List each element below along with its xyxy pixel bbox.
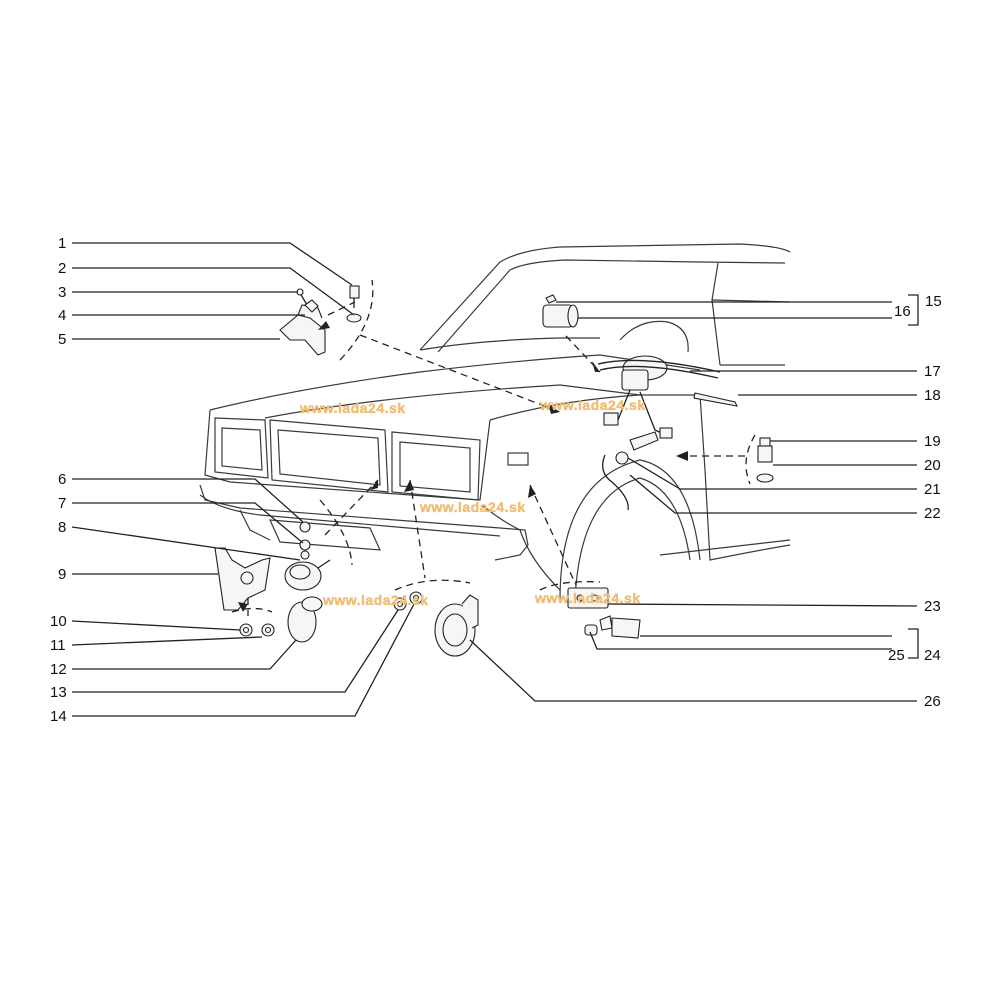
part-stalk-18 bbox=[693, 392, 738, 407]
label-2: 2 bbox=[58, 260, 66, 277]
part-combination-switch-17 bbox=[597, 355, 721, 439]
label-6: 6 bbox=[58, 471, 66, 488]
label-4: 4 bbox=[58, 307, 66, 324]
leader-lines bbox=[71, 242, 919, 717]
part-horn-12 bbox=[287, 596, 323, 643]
label-8: 8 bbox=[58, 519, 66, 536]
part-nuts-10-11 bbox=[239, 623, 275, 637]
label-20: 20 bbox=[924, 457, 941, 474]
part-horn-8 bbox=[284, 559, 331, 591]
part-sensor-19-20 bbox=[756, 437, 774, 483]
assembly-lines bbox=[231, 279, 756, 616]
watermarks: www.lada24.sk www.lada24.sk www.lada24.s… bbox=[299, 397, 646, 608]
part-bracket-5 bbox=[279, 304, 326, 356]
label-21: 21 bbox=[924, 481, 941, 498]
label-23: 23 bbox=[924, 598, 941, 615]
parts bbox=[214, 285, 774, 657]
car-body-outline bbox=[199, 243, 791, 601]
label-25: 25 bbox=[888, 647, 905, 664]
label-16: 16 bbox=[894, 303, 911, 320]
label-3: 3 bbox=[58, 284, 66, 301]
part-clip-4 bbox=[304, 299, 319, 313]
label-22: 22 bbox=[924, 505, 941, 522]
label-10: 10 bbox=[50, 613, 67, 630]
watermark-text: www.lada24.sk bbox=[299, 400, 406, 416]
label-12: 12 bbox=[50, 661, 67, 678]
label-13: 13 bbox=[50, 684, 67, 701]
label-14: 14 bbox=[50, 708, 67, 725]
watermark-text: www.lada24.sk bbox=[322, 592, 429, 608]
label-18: 18 bbox=[924, 387, 941, 404]
label-7: 7 bbox=[58, 495, 66, 512]
label-24: 24 bbox=[924, 647, 941, 664]
part-nut-6-7 bbox=[299, 521, 311, 560]
label-26: 26 bbox=[924, 693, 941, 710]
part-ignition-switch-16 bbox=[542, 294, 579, 328]
label-11: 11 bbox=[50, 637, 66, 654]
part-side-lamp-23-25 bbox=[567, 587, 641, 639]
label-15: 15 bbox=[925, 293, 942, 310]
label-9: 9 bbox=[58, 566, 66, 583]
part-bushing-13-14 bbox=[393, 591, 423, 611]
watermark-text: www.lada24.sk bbox=[534, 590, 641, 606]
label-19: 19 bbox=[924, 433, 941, 450]
label-17: 17 bbox=[924, 363, 941, 380]
part-labels: 1 2 3 4 5 6 7 8 9 10 11 12 13 14 15 16 1… bbox=[50, 235, 942, 725]
watermark-text: www.lada24.sk bbox=[539, 397, 646, 413]
part-horn-26 bbox=[434, 594, 479, 657]
part-bolt-1 bbox=[346, 285, 362, 323]
label-5: 5 bbox=[58, 331, 66, 348]
part-bracket-9 bbox=[214, 547, 271, 611]
part-sensor-21-22 bbox=[602, 431, 659, 511]
watermark-text: www.lada24.sk bbox=[419, 499, 526, 515]
label-1: 1 bbox=[58, 235, 66, 252]
